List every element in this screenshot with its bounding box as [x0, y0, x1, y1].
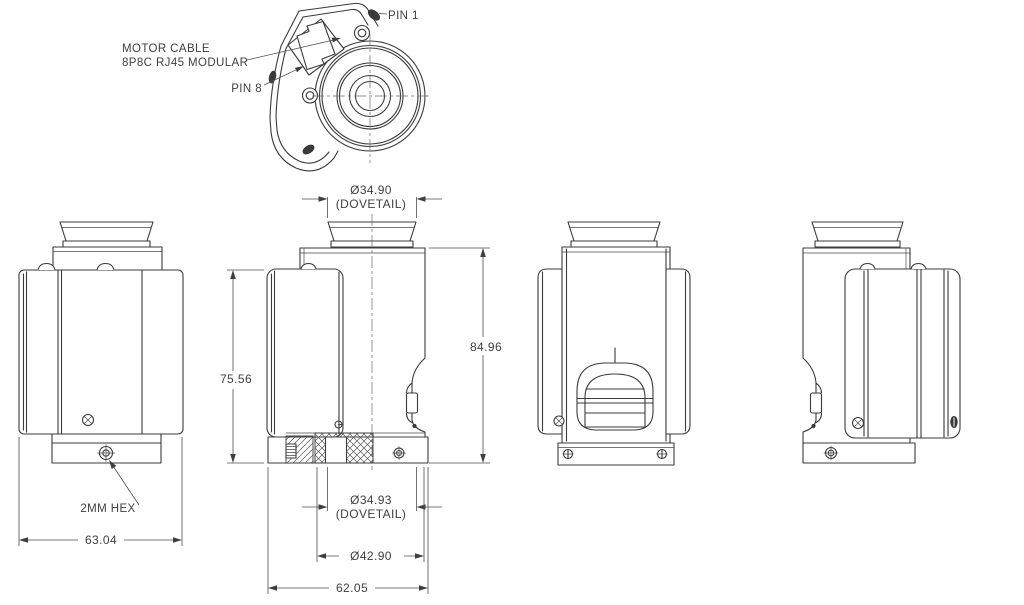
cable-cover: [844, 268, 961, 439]
side-view-left: 63.04 2MM HEX: [18, 221, 184, 547]
motor-body: [18, 269, 184, 435]
dim-cover-height: 75.56: [220, 372, 252, 386]
set-screw-section: [285, 443, 297, 459]
dim-section-width: 62.05: [336, 581, 368, 595]
dovetail: [59, 221, 154, 242]
slotted-screw-icon: [950, 416, 958, 428]
grip-button: [809, 392, 823, 414]
dim-dovetail-top: Ø34.90 (DOVETAIL): [302, 183, 442, 218]
set-screw-note: 2MM HEX: [80, 503, 135, 515]
focus-knob: [584, 373, 646, 428]
hex-set-screw-icon: [97, 444, 115, 462]
base-plate: [802, 442, 916, 464]
pin1-label: PIN 1: [388, 10, 419, 22]
hex-set-screw-icon: [823, 445, 839, 461]
bracket-screw-icon: [301, 87, 319, 104]
side-panel: [537, 268, 563, 435]
dovetail: [567, 221, 661, 242]
cable-bracket-outline: [298, 2, 379, 27]
dim-dovetail-top-value: Ø34.90: [350, 183, 392, 197]
phillips-screw-icon: [553, 415, 565, 427]
pin8-leader: [263, 68, 298, 86]
motor-cover: [266, 268, 344, 438]
top-view: PIN 1 MOTOR CABLE 8P8C RJ45 MODULAR PIN …: [122, 2, 430, 172]
side-panel: [665, 268, 691, 435]
slotted-screw-icon: [562, 448, 574, 460]
dovetail-groove: [324, 436, 348, 464]
motor-cable-label-line2: 8P8C RJ45 MODULAR: [122, 57, 248, 69]
pin8-label: PIN 8: [231, 83, 262, 95]
clip-detail: [334, 420, 344, 429]
base-screw-icon: [392, 446, 406, 460]
front-view: [537, 221, 691, 466]
dovetail: [811, 221, 904, 242]
phillips-screw-icon: [851, 416, 865, 430]
edge-screw-bump-icon: [302, 144, 315, 155]
base-plate: [557, 442, 675, 466]
slotted-screw-icon: [656, 448, 668, 460]
pin1-leader: [378, 13, 388, 15]
dim-flange-diameter: Ø42.90: [350, 549, 392, 563]
motor-cable-leader: [246, 39, 334, 61]
dim-dovetail-bottom-value: Ø34.93: [350, 493, 392, 507]
side-view-right: [802, 221, 961, 464]
pin1-screw-bump-icon: [367, 9, 381, 21]
rj45-connector: [296, 20, 336, 71]
section-view: 75.56 84.96 Ø34.93 (DOVETAIL) Ø42.90 62.…: [220, 214, 502, 595]
edge-screw-bump-icon: [268, 70, 277, 84]
dim-overall-height: 84.96: [470, 340, 502, 354]
dim-side-view-width: 63.04: [85, 533, 117, 547]
bracket-screw-icon: [353, 24, 371, 42]
dim-dovetail-top-note: (DOVETAIL): [336, 197, 406, 211]
motor-cable-label-line1: MOTOR CABLE: [122, 43, 210, 55]
dim-dovetail-bottom-note: (DOVETAIL): [336, 507, 406, 521]
phillips-screw-icon: [81, 413, 95, 427]
grip-button: [405, 392, 419, 414]
